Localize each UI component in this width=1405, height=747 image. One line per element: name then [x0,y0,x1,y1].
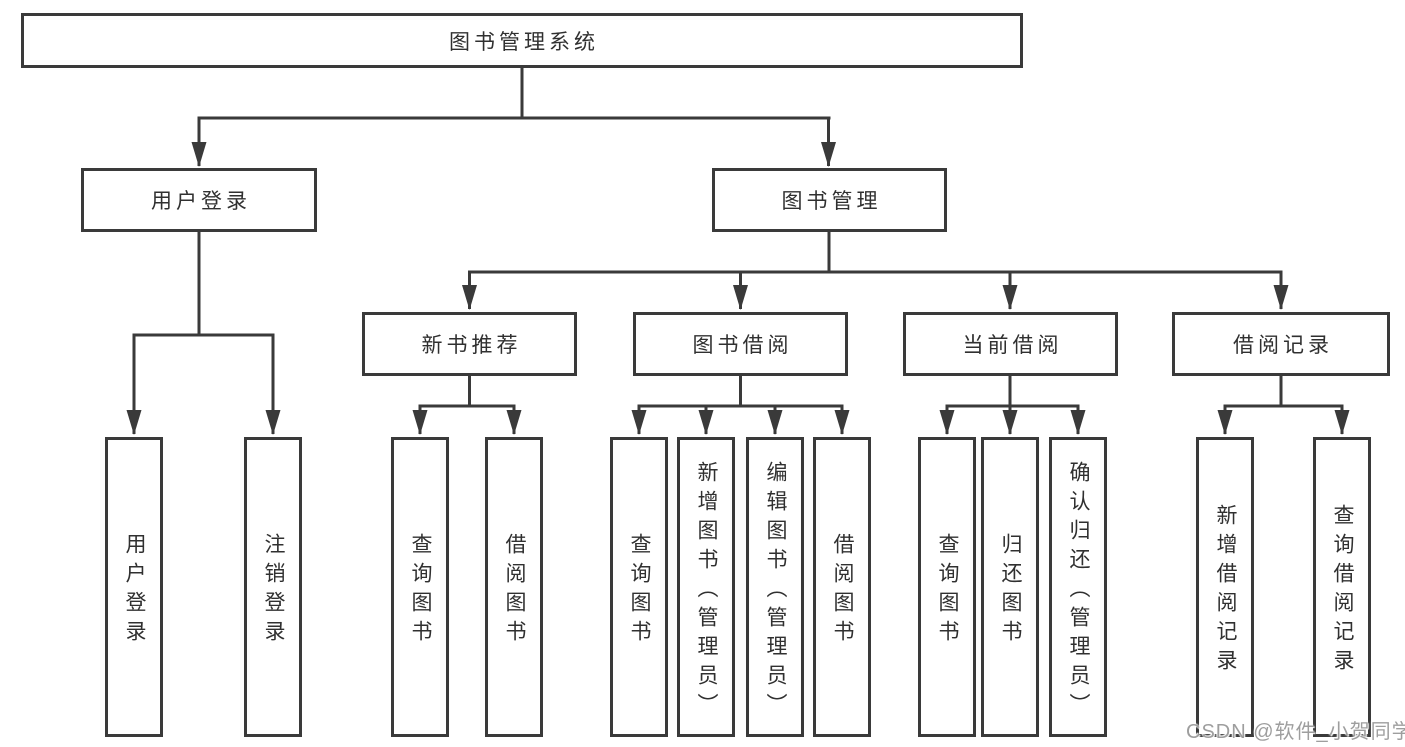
leaf-return-books: 归还图书 [981,437,1039,737]
connector-new-book-branch [412,376,522,435]
leaf-user-login-label: 用户登录 [123,533,146,649]
leaf-logout: 注销登录 [244,437,302,737]
node-book-management-label: 图书管理 [781,190,882,213]
node-user-login: 用户登录 [81,168,317,232]
node-current-borrow-label: 当前借阅 [962,334,1063,357]
leaf-edit-books-admin: 编辑图书（管理员） [746,437,804,737]
node-root-system-label: 图书管理系统 [449,30,599,54]
connector-user-login-branch [126,232,281,435]
node-book-borrow-label: 图书借阅 [692,334,793,357]
node-current-borrow: 当前借阅 [903,312,1118,376]
leaf-borrow-books: 借阅图书 [813,437,871,737]
leaf-return-books-label: 归还图书 [999,533,1022,649]
node-user-login-label: 用户登录 [151,190,251,213]
connector-borrow-records-branch [1217,376,1350,435]
leaf-add-books-admin: 新增图书（管理员） [677,437,735,737]
leaf-borrow-query-books: 查询图书 [610,437,668,737]
leaf-newbook-query-books-label: 查询图书 [409,533,432,649]
node-new-book-recommend: 新书推荐 [362,312,577,376]
leaf-current-query-books: 查询图书 [918,437,976,737]
leaf-add-borrow-record-label: 新增借阅记录 [1214,504,1237,678]
leaf-query-borrow-record-label: 查询借阅记录 [1331,504,1354,678]
leaf-logout-label: 注销登录 [262,533,285,649]
leaf-newbook-borrow-books: 借阅图书 [485,437,543,737]
connector-book-borrow-branch [631,376,850,435]
connector-current-borrow-branch [939,376,1086,435]
node-new-book-recommend-label: 新书推荐 [421,334,522,357]
node-borrow-records-label: 借阅记录 [1233,334,1333,357]
leaf-add-borrow-record: 新增借阅记录 [1196,437,1254,737]
node-book-management: 图书管理 [712,168,947,232]
connector-root-to-level1 [191,67,836,167]
leaf-borrow-books-label: 借阅图书 [831,533,854,649]
leaf-confirm-return-admin-label: 确认归还（管理员） [1067,460,1090,722]
leaf-query-borrow-record: 查询借阅记录 [1313,437,1371,737]
leaf-user-login: 用户登录 [105,437,163,737]
leaf-newbook-borrow-books-label: 借阅图书 [503,533,526,649]
leaf-newbook-query-books: 查询图书 [391,437,449,737]
node-root-system: 图书管理系统 [21,13,1023,68]
connector-book-management-branch [462,232,1289,310]
leaf-current-query-books-label: 查询图书 [936,533,959,649]
leaf-add-books-admin-label: 新增图书（管理员） [695,460,718,722]
leaf-borrow-query-books-label: 查询图书 [628,533,651,649]
leaf-edit-books-admin-label: 编辑图书（管理员） [764,460,787,722]
node-book-borrow: 图书借阅 [633,312,848,376]
leaf-confirm-return-admin: 确认归还（管理员） [1049,437,1107,737]
node-borrow-records: 借阅记录 [1172,312,1390,376]
